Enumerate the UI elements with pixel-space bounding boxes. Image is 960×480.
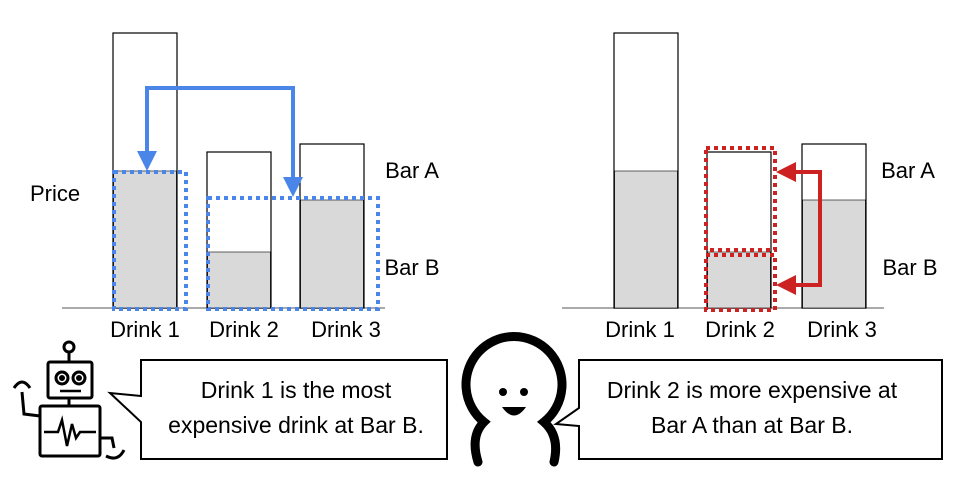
right-tick-label-drink-1: Drink 1 [605,317,675,342]
person-icon [461,332,567,467]
left-bars [112,32,365,309]
right-highlight-drink-2-bar-a [704,146,777,252]
right-comparison-arrow [776,162,822,295]
right-bars [613,32,867,309]
robot-icon [12,340,126,460]
left-bar-fill-drink-1 [113,170,177,309]
right-bar-fill-drink-3 [802,199,866,309]
robot-speech-bubble: Drink 1 is the most expensive drink at B… [107,359,448,460]
left-tick-label-drink-3: Drink 3 [311,317,381,342]
left-bar-fill-drink-3 [300,199,364,309]
right-tick-label-drink-2: Drink 2 [705,317,775,342]
right-bar-fill-drink-1 [614,170,678,309]
right-tick-label-drink-3: Drink 3 [807,317,877,342]
person-speech-bubble: Drink 2 is more expensive at Bar A than … [553,359,943,460]
left-tick-label-drink-1: Drink 1 [110,317,180,342]
left-bar-a-label: Bar A [385,158,439,183]
left-comparison-arrow [137,86,303,197]
robot-speech-line-1: Drink 1 is the most [201,377,392,403]
person-speech-line-2: Bar A than at Bar B. [651,412,853,438]
right-bar-a-label: Bar A [881,158,935,183]
person-speech-line-1: Drink 2 is more expensive at [607,377,898,403]
left-chart: Price Bar A Bar B Drink 1 Drink 2 Drink … [30,32,440,342]
left-highlight-drinks-2-3-bar-b [206,196,380,311]
left-bar-b-label: Bar B [384,255,439,280]
left-y-axis-label: Price [30,181,80,206]
right-chart: Bar A Bar B Drink 1 Drink 2 Drink 3 [562,32,938,342]
left-bar-fill-drink-2 [207,251,271,309]
right-highlight-drink-2-bar-b [704,253,777,312]
right-bar-b-label: Bar B [882,255,937,280]
right-bar-fill-drink-2 [707,251,771,309]
robot-speech-line-2: expensive drink at Bar B. [168,412,424,438]
left-tick-label-drink-2: Drink 2 [209,317,279,342]
